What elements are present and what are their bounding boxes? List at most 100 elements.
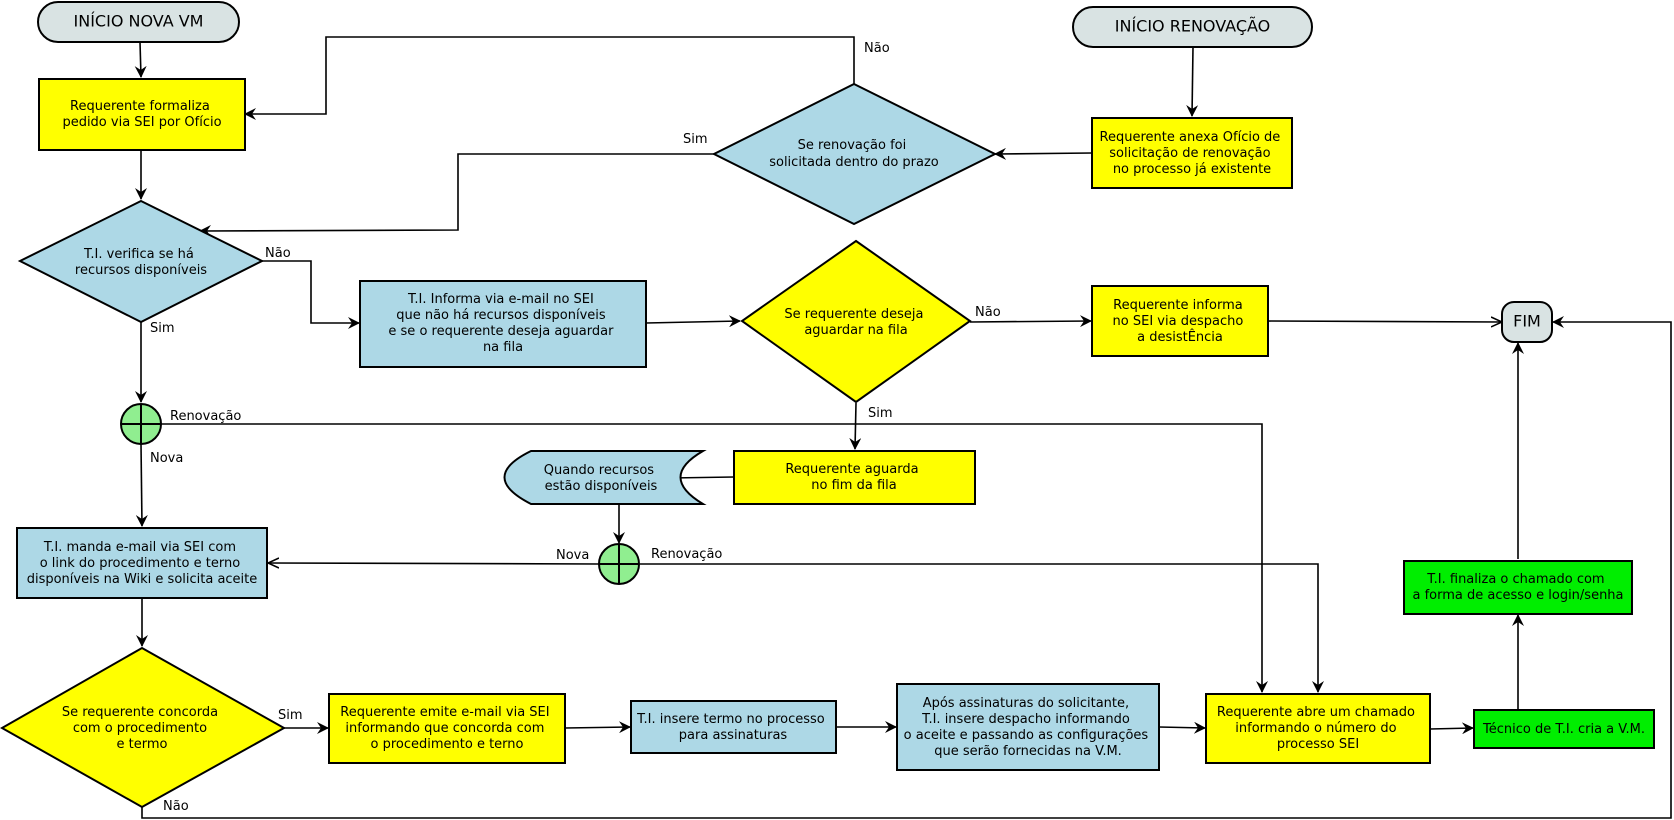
label-merge1-nova: Nova [150,451,183,466]
decision-concorda-line: com o procedimento [73,721,207,736]
svg-text:T.I. manda e-mail via SEI com: T.I. manda e-mail via SEI com o link do … [27,540,258,587]
node-anexa-line: no processo já existente [1113,162,1271,177]
svg-text:Requerente emite e-mail via SE: Requerente emite e-mail via SEI informan… [340,705,553,752]
node-manda-email-line: o link do procedimento e terno [40,556,240,571]
edge-informa-to-deseja [645,315,741,328]
svg-text:Quando recursos estão: Quando recursos estão disponíveis [544,463,658,494]
node-abre-chamado-line: informando o número do [1235,721,1396,736]
edge-verifica-nao-to-informa [262,260,360,329]
node-formaliza: Requerente formaliza pedido via SEI por … [38,78,246,151]
edge-merge1-renovacao-to-abre [161,423,1268,693]
edges [134,36,1672,819]
node-informa-email-line: na fila [483,340,523,355]
label-concorda-nao: Não [163,799,189,814]
node-manda-email-line: disponíveis na Wiki e solicita aceite [27,572,258,587]
node-abre-chamado: Requerente abre um chamado informando o … [1205,693,1431,764]
node-quando-recursos-line: estão disponíveis [545,479,658,494]
node-apos-assinaturas-line: Após assinaturas do solicitante, [923,696,1129,711]
node-anexa-line: Requerente anexa Ofício de [1100,130,1281,145]
label-deseja-sim: Sim [868,406,893,421]
edge-deseja-nao-to-desistencia [969,315,1092,328]
node-cria-vm-line: Técnico de T.I. cria a V.M. [1482,722,1645,737]
edge-merge2-renovacao-to-abre [640,563,1324,693]
node-aguarda-fila: Requerente aguarda no fim da fila [733,450,976,505]
label-verifica-nao: Não [265,246,291,261]
label-merge1-renovacao: Renovação [170,409,241,424]
node-apos-assinaturas: Após assinaturas do solicitante, T.I. in… [896,683,1160,771]
node-desistencia-line: Requerente informa [1113,298,1243,313]
node-desistencia-line: no SEI via despacho [1113,314,1244,329]
node-emite-email-line: informando que concorda com [345,721,544,736]
node-formaliza-line: Requerente formaliza [70,99,210,114]
svg-text:Se requerente deseja a: Se requerente deseja aguardar na fila [784,307,927,338]
edge-prazo-nao-to-formaliza [244,36,855,120]
label-deseja-nao: Não [975,305,1001,320]
node-cria-vm: Técnico de T.I. cria a V.M. [1473,709,1655,749]
label-concorda-sim: Sim [278,708,303,723]
decision-prazo-line: solicitada dentro do prazo [769,155,939,170]
decision-deseja-aguardar: Se requerente deseja aguardar na fila [740,239,972,404]
svg-text:Requerente formaliza p: Requerente formaliza pedido via SEI por … [62,99,221,130]
node-apos-assinaturas-line: o aceite e passando as configurações [904,728,1149,743]
edge-apos-to-abre [1158,721,1206,734]
node-informa-email-line: e se o requerente deseja aguardar [388,324,614,339]
node-manda-email: T.I. manda e-mail via SEI com o link do … [16,527,268,599]
label-merge2-nova: Nova [556,548,589,563]
svg-text:Técnico de T.I. cria a V.M.: Técnico de T.I. cria a V.M. [1482,722,1645,737]
decision-verifica: T.I. verifica se há recursos disponíveis [17,199,265,324]
svg-text:Após assinaturas do solicitant: Após assinaturas do solicitante, T.I. in… [904,696,1153,759]
decision-concorda-line: e termo [117,737,168,752]
svg-text:Requerente abre um chamado: Requerente abre um chamado informando o … [1217,705,1419,752]
edge-abre-to-cria [1429,722,1474,735]
svg-text:Se renovação foi solic: Se renovação foi solicitada dentro do pr… [769,138,939,170]
node-abre-chamado-line: Requerente abre um chamado [1217,705,1415,720]
node-quando-recursos: Quando recursos estão disponíveis [503,450,707,505]
node-insere-termo: T.I. insere termo no processo para assin… [630,700,837,754]
node-finaliza-line: T.I. finaliza o chamado com [1426,572,1604,587]
start-renovacao-label: INÍCIO RENOVAÇÃO [1115,17,1271,36]
edge-start-renovacao-to-anexa [1186,46,1199,117]
node-finaliza-line: a forma de acesso e login/senha [1412,588,1623,603]
nodes: INÍCIO NOVA VM INÍCIO RENOVAÇÃO FIM Requ… [0,1,1655,809]
edge-deseja-sim-to-aguarda [849,402,862,450]
node-formaliza-line: pedido via SEI por Ofício [62,115,221,130]
node-informa-email-line: T.I. Informa via e-mail no SEI [407,292,594,307]
svg-text:Requerente aguarda no: Requerente aguarda no fim da fila [785,462,922,493]
merge-node-1 [120,403,162,445]
node-insere-termo-line: T.I. insere termo no processo [636,712,825,727]
node-apos-assinaturas-line: T.I. insere despacho informando [921,712,1130,727]
svg-text:T.I. verifica se há re: T.I. verifica se há recursos disponíveis [75,247,207,278]
svg-text:Se requerente concorda: Se requerente concorda com o procediment… [62,705,222,752]
node-desistencia-line: a desistÊncia [1137,329,1223,345]
edge-prazo-sim-to-verifica [199,153,714,237]
svg-text:T.I. Informa via e-mail no SEI: T.I. Informa via e-mail no SEI que não h… [388,292,617,355]
node-insere-termo-line: para assinaturas [679,728,788,743]
merge-node-2 [598,543,640,585]
node-anexa: Requerente anexa Ofício de solicitação d… [1091,117,1293,189]
node-informa-email: T.I. Informa via e-mail no SEI que não h… [359,280,647,368]
start-nova-vm-label: INÍCIO NOVA VM [74,12,204,31]
node-quando-recursos-line: Quando recursos [544,463,655,478]
label-verifica-sim: Sim [150,321,175,336]
label-prazo-nao: Não [864,41,890,56]
node-emite-email-line: Requerente emite e-mail via SEI [340,705,549,720]
node-aguarda-fila-line: Requerente aguarda [785,462,918,477]
svg-text:Requerente anexa Ofício de: Requerente anexa Ofício de solicitação d… [1100,130,1285,177]
node-emite-email: Requerente emite e-mail via SEI informan… [328,693,566,764]
edge-emite-to-insere [564,721,631,734]
edge-start-nova-to-formaliza [134,41,147,78]
node-abre-chamado-line: processo SEI [1277,737,1359,752]
svg-text:T.I. insere termo no processo: T.I. insere termo no processo para assin… [636,712,829,743]
decision-prazo-line: Se renovação foi [798,138,907,153]
end-fim: FIM [1501,301,1553,343]
start-nova-vm: INÍCIO NOVA VM [37,1,240,43]
decision-deseja-aguardar-line: aguardar na fila [804,323,907,338]
decision-verifica-line: T.I. verifica se há [83,247,194,262]
decision-deseja-aguardar-line: Se requerente deseja [784,307,923,322]
edge-merge1-nova-to-manda [135,443,148,527]
edge-desistencia-to-fim [1267,321,1502,322]
svg-text:T.I. finaliza o chamado com: T.I. finaliza o chamado com a forma de a… [1412,572,1623,603]
decision-prazo: Se renovação foi solicitada dentro do pr… [711,82,998,226]
node-desistencia: Requerente informa no SEI via despacho a… [1091,285,1269,357]
